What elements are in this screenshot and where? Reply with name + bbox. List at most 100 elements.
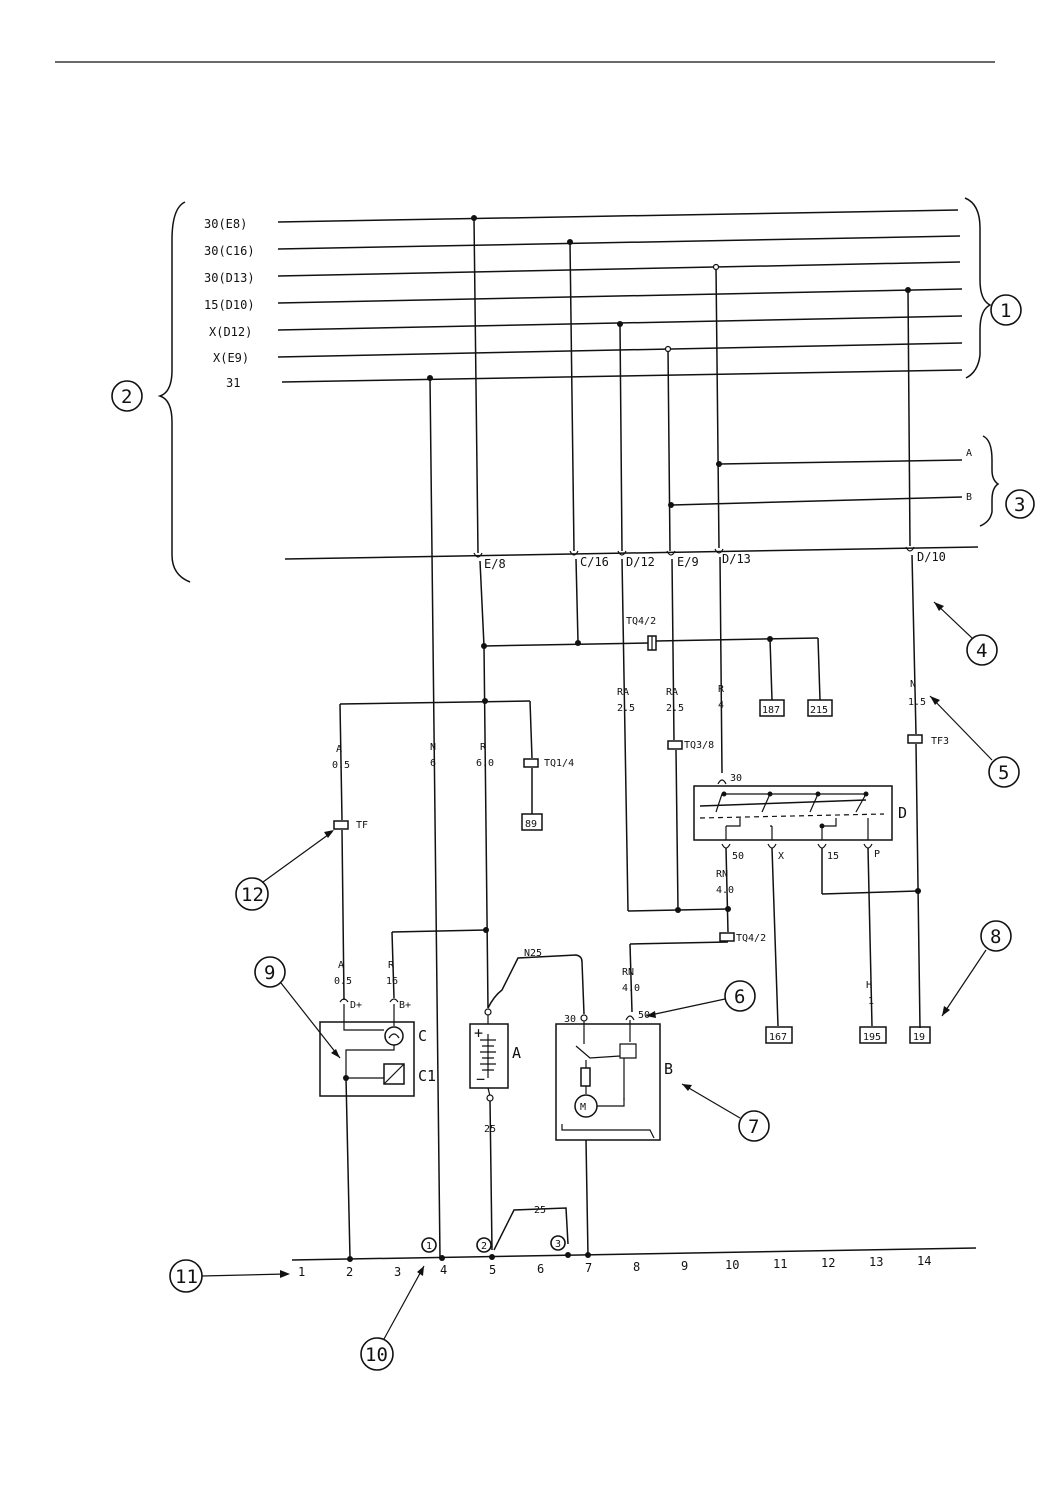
- ignition-pin-p: P: [874, 849, 880, 860]
- connector-label-e8: E/8: [484, 557, 506, 571]
- wire-n6-color: N: [430, 742, 436, 753]
- bus-label-30-d13: 30(D13): [204, 271, 255, 285]
- connector-label-d10: D/10: [917, 550, 946, 564]
- bus-label-31: 31: [226, 376, 240, 390]
- wire-a05low-color: A: [338, 960, 344, 971]
- wire-25a: 25: [484, 1124, 496, 1135]
- ref-boxes: 187 215 89 167 195 19: [521, 699, 931, 1044]
- ground-number-5: 5: [489, 1263, 496, 1277]
- starter-pin-30: 30: [564, 1014, 576, 1025]
- callout-1: 1: [1000, 300, 1011, 322]
- wire-a05top-color: A: [336, 744, 342, 755]
- alternator-pin-dplus: D+: [350, 1000, 362, 1011]
- ground-number-10: 10: [725, 1258, 739, 1272]
- callout-4: 4: [976, 640, 987, 662]
- callout-10: 10: [365, 1344, 388, 1366]
- connector-label-c16: C/16: [580, 555, 609, 569]
- wire-rn40top-gauge: 4.0: [716, 885, 734, 896]
- callout-6: 6: [734, 986, 745, 1008]
- ground-point-3: 3: [555, 1239, 561, 1250]
- callout-9: 9: [264, 962, 275, 984]
- wire-h1-gauge: 1: [868, 996, 874, 1007]
- alternator-label-c: C: [418, 1027, 427, 1045]
- connector-tag-symbols: [333, 734, 923, 942]
- ref-box-187: 187: [762, 705, 780, 716]
- wire-ra25b-color: RA: [666, 687, 678, 698]
- wire-ra25a-color: RA: [617, 687, 629, 698]
- bus-label-30-e8: 30(E8): [204, 217, 247, 231]
- starter-label-b: B: [664, 1060, 673, 1078]
- wire-r4-color: R: [718, 684, 725, 695]
- bus-label-30-c16: 30(C16): [204, 244, 255, 258]
- wire-h1-color: H: [866, 980, 872, 991]
- ground-point-1: 1: [426, 1241, 432, 1252]
- ignition-pin-30: 30: [730, 773, 742, 784]
- ref-box-19: 19: [913, 1032, 925, 1043]
- callout-2: 2: [121, 386, 132, 408]
- wire-r4-gauge: 4: [718, 700, 724, 711]
- callouts: 1 2 3 4 5 6 7 8 9: [111, 294, 1035, 1371]
- starter: M 30 50 B: [555, 1010, 673, 1141]
- tag-tq1-4: TQ1/4: [544, 758, 574, 769]
- wire-r60-color: R: [480, 742, 487, 753]
- wire-labels: N 1.5 A 0.5 N 6 R 6.0 RA 2.5 RA 2.5 R 4 …: [332, 679, 926, 1216]
- ignition-pin-15: 15: [827, 851, 839, 862]
- ground-number-3: 3: [394, 1265, 401, 1279]
- ref-box-215: 215: [810, 705, 828, 716]
- ab-label-a: A: [966, 448, 972, 459]
- connector-label-d12: D/12: [626, 555, 655, 569]
- alternator: D+ B+ C C1: [319, 998, 436, 1097]
- battery-plus: +: [474, 1024, 483, 1042]
- callout-12: 12: [241, 884, 264, 906]
- wire-ra25b-gauge: 2.5: [666, 703, 684, 714]
- wire-rn40low-color: RN: [622, 967, 634, 978]
- ground-line: 1 2 3: [291, 1235, 977, 1262]
- ab-label-b: B: [966, 492, 972, 503]
- wire-ra25a-gauge: 2.5: [617, 703, 635, 714]
- connector-label-d13: D/13: [722, 552, 751, 566]
- ref-box-89: 89: [525, 819, 537, 830]
- tag-tf3: TF3: [931, 736, 949, 747]
- ground-number-2: 2: [346, 1265, 353, 1279]
- callout-8: 8: [990, 926, 1001, 948]
- wire-rn40low-gauge: 4.0: [622, 983, 640, 994]
- ref-box-195: 195: [863, 1032, 881, 1043]
- ground-number-12: 12: [821, 1256, 835, 1270]
- ignition-pin-50: 50: [732, 851, 744, 862]
- bus-labels: 30(E8) 30(C16) 30(D13) 15(D10) X(D12) X(…: [204, 217, 255, 390]
- ground-number-11: 11: [773, 1257, 787, 1271]
- wire-a05top-gauge: 0.5: [332, 760, 350, 771]
- bus-label-x-e9: X(E9): [213, 351, 249, 365]
- ground-number-1: 1: [298, 1265, 305, 1279]
- starter-motor-m: M: [580, 1102, 586, 1113]
- connector-forks: [473, 546, 915, 558]
- wire-n15-color: N: [910, 679, 916, 690]
- ground-number-9: 9: [681, 1259, 688, 1273]
- connector-row-line: [284, 546, 979, 560]
- callout-7: 7: [748, 1116, 759, 1138]
- tag-tq3-8: TQ3/8: [684, 740, 714, 751]
- wire-n6-gauge: 6: [430, 758, 436, 769]
- ground-number-13: 13: [869, 1255, 883, 1269]
- battery-label-a: A: [512, 1044, 521, 1062]
- ground-point-2: 2: [481, 1241, 487, 1252]
- tag-tq4-2-top: TQ4/2: [626, 616, 656, 627]
- tag-tf: TF: [356, 820, 368, 831]
- ground-number-14: 14: [917, 1254, 931, 1268]
- right-brace-ab: [979, 435, 1000, 527]
- alternator-pin-bplus: B+: [399, 1000, 411, 1011]
- wire-25b: 25: [534, 1205, 546, 1216]
- left-brace: [157, 201, 191, 583]
- right-brace-top: [964, 197, 992, 379]
- starter-pin-50: 50: [638, 1010, 650, 1021]
- callout-3: 3: [1014, 494, 1025, 516]
- wire-r16-gauge: 16: [386, 976, 398, 987]
- wire-n25: N25: [524, 948, 542, 959]
- bus-label-15-d10: 15(D10): [204, 298, 255, 312]
- wire-a05low-gauge: 0.5: [334, 976, 352, 987]
- alternator-label-c1: C1: [418, 1067, 436, 1085]
- connector-label-e9: E/9: [677, 555, 699, 569]
- callout-5: 5: [998, 762, 1009, 784]
- ignition-pin-x: X: [778, 851, 784, 862]
